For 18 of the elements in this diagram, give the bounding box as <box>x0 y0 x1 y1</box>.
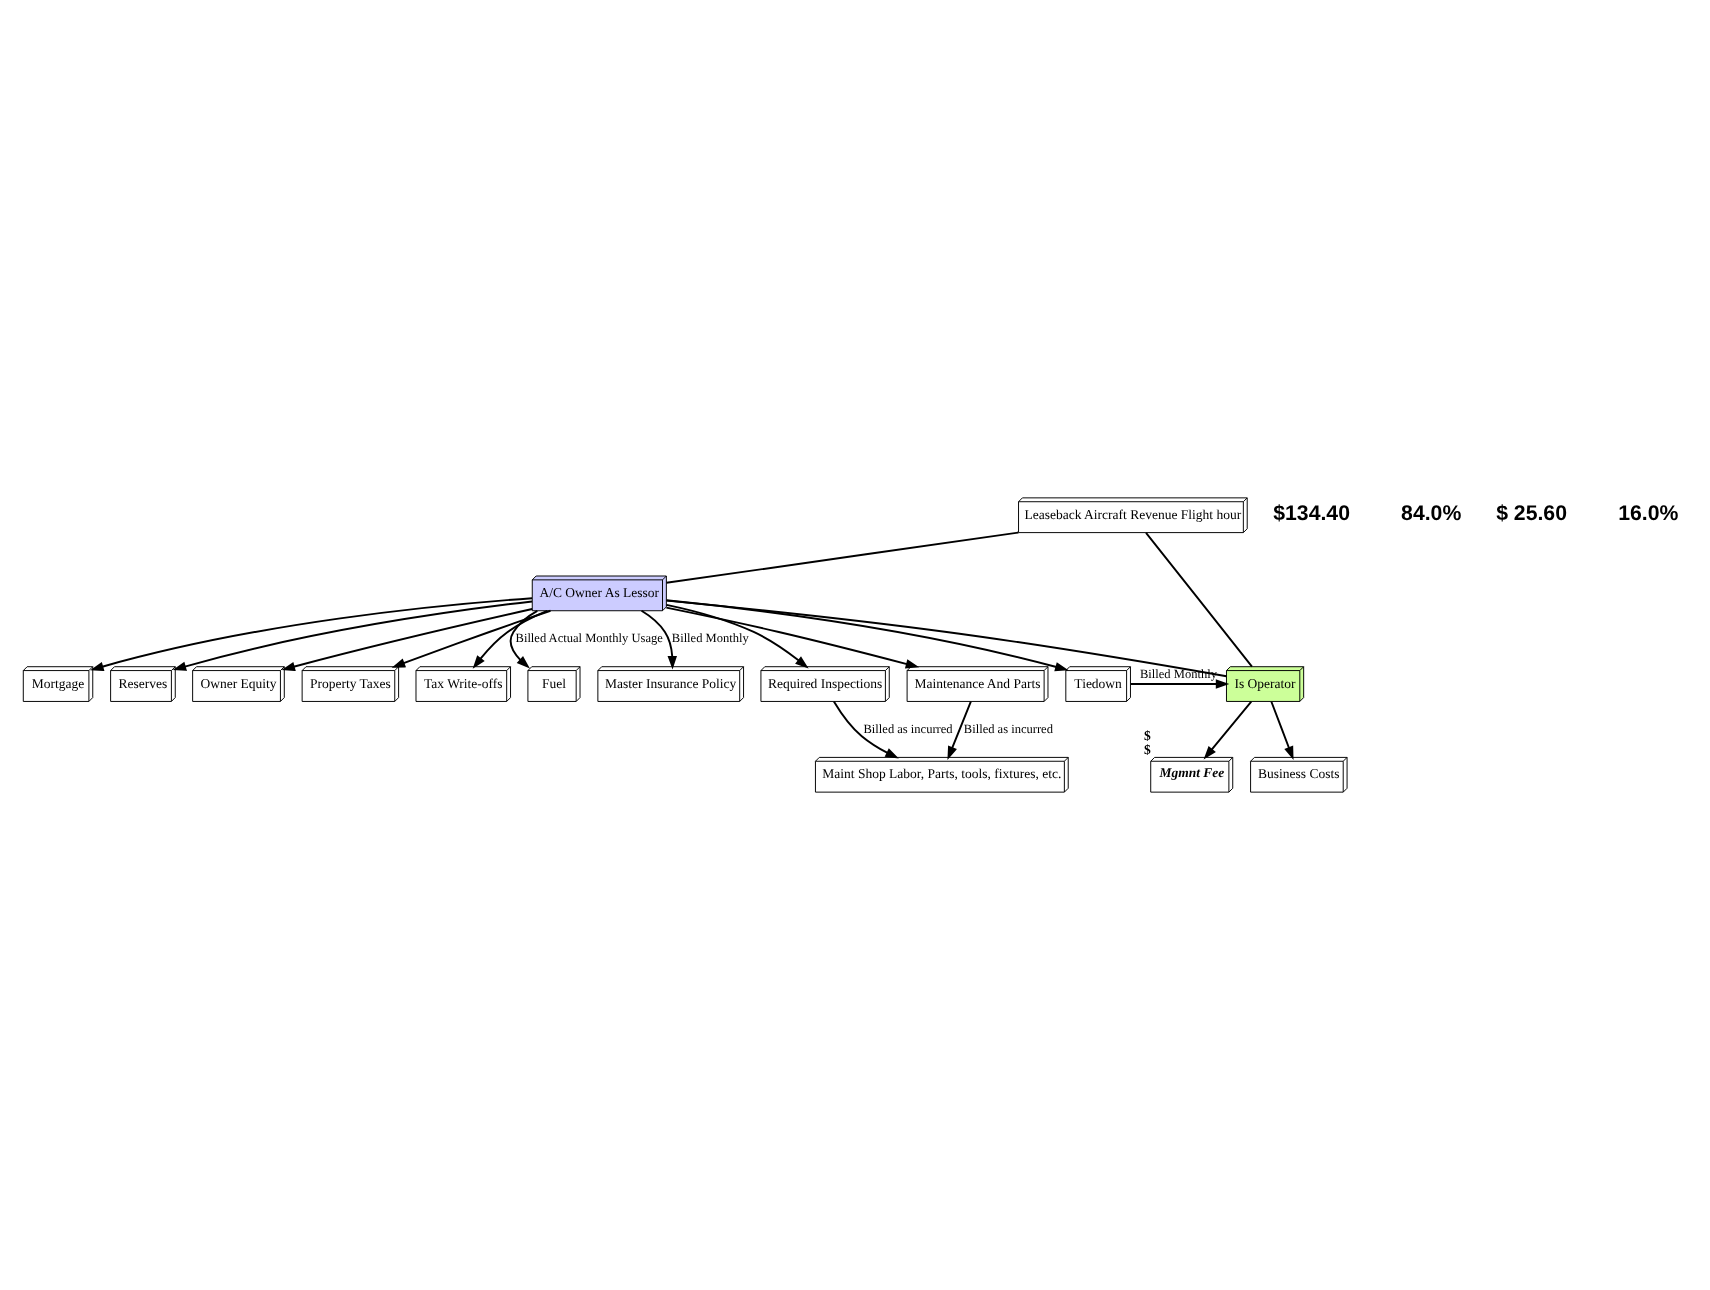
label: 16.0% <box>1618 501 1679 526</box>
arrow <box>472 609 549 669</box>
connector <box>1145 531 1253 668</box>
arrow <box>1203 700 1253 760</box>
connector <box>665 599 1228 678</box>
arrow <box>1270 700 1294 760</box>
arrow <box>640 609 677 670</box>
label: $134.40 <box>1273 501 1350 526</box>
label: 84.0% <box>1401 501 1462 526</box>
connector <box>665 531 1020 584</box>
arrow <box>947 700 972 760</box>
arrow <box>509 609 539 669</box>
arrow <box>1129 679 1230 689</box>
arrow <box>665 606 920 669</box>
arrow <box>832 700 899 759</box>
arrow <box>391 609 552 668</box>
label: $ 25.60 <box>1496 501 1567 526</box>
arrow <box>665 603 809 669</box>
